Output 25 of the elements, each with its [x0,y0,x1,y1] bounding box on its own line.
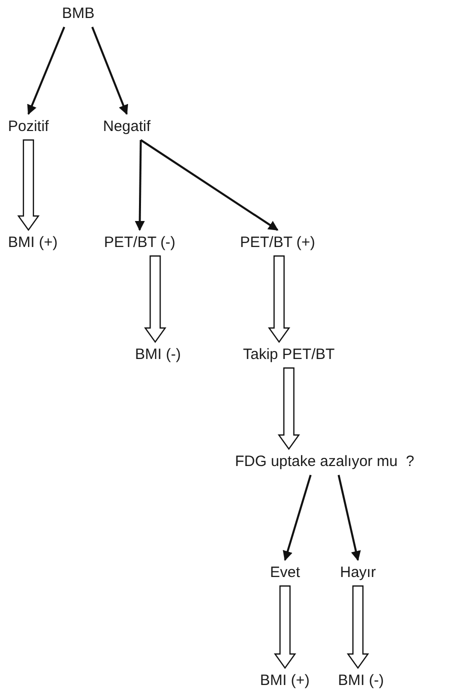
flow-text: FDG uptake azalıyor mu ? [235,453,414,471]
flow-text: BMI (-) [338,672,384,690]
flow-text: BMI (-) [135,346,181,364]
arrow [91,26,128,115]
arrow [338,474,361,561]
hollow-arrow [268,255,290,344]
flow-text: Evet [270,564,300,582]
flow-text: Hayır [340,564,376,582]
hollow-arrow [346,585,370,670]
hollow-arrow [278,367,300,450]
arrow [140,139,278,231]
hollow-arrow [274,585,296,670]
flow-text: Takip PET/BT [243,346,335,364]
arrow [282,474,312,561]
flow-text: BMB [62,5,95,23]
flow-text: Pozitif [8,118,49,136]
flow-text: BMI (+) [260,672,310,690]
flow-text: Negatif [103,118,151,136]
hollow-arrow [17,139,40,232]
flow-text: PET/BT (-) [104,234,176,252]
arrow [134,140,145,231]
flow-text: BMI (+) [8,234,58,252]
arrow [27,26,66,115]
flow-text: PET/BT (+) [240,234,316,252]
hollow-arrow [144,255,166,344]
